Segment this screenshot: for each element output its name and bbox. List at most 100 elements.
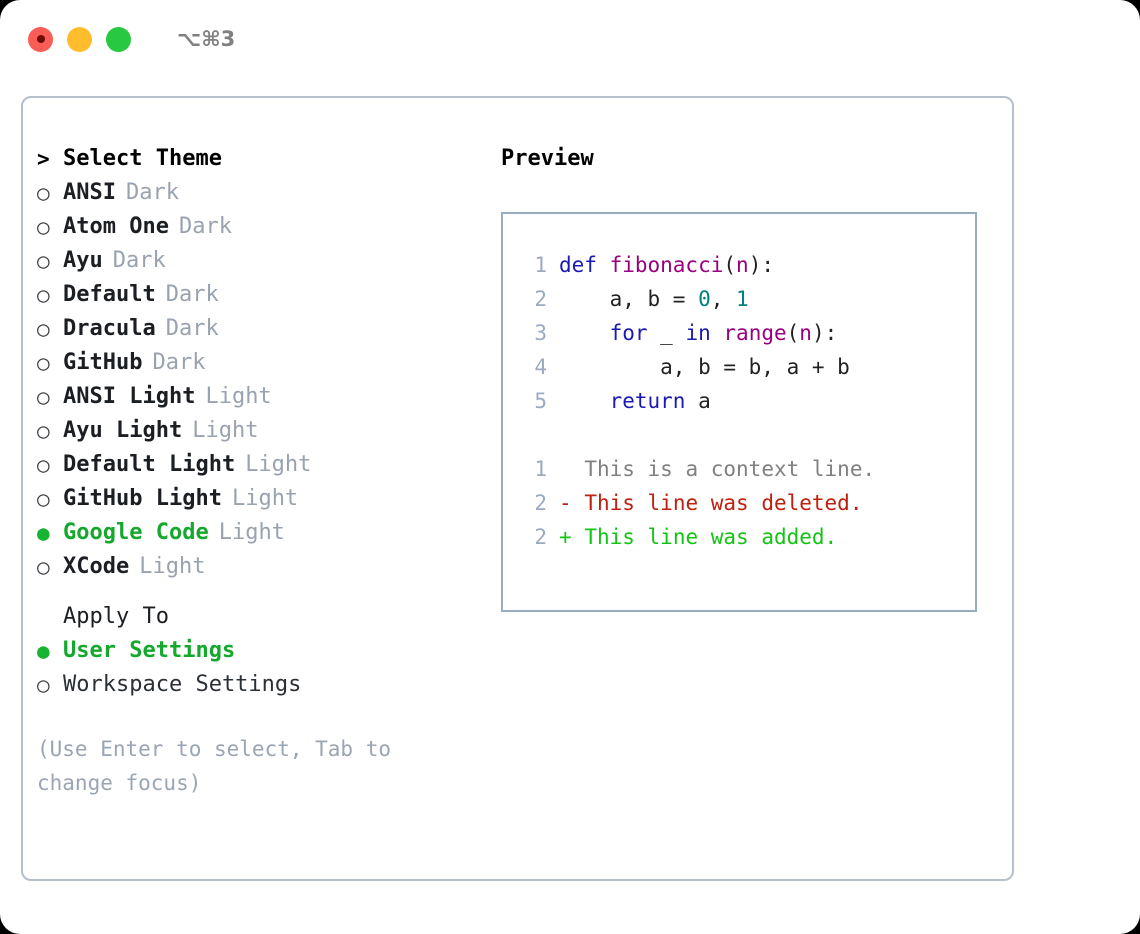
diff-text: This line was deleted. [584,491,863,515]
diff-line: 2- This line was deleted. [521,486,975,520]
code-token: for [609,321,648,345]
radio-unselected-icon: ○ [37,385,50,409]
close-button-icon[interactable] [28,26,53,52]
theme-category-badge: Light [205,384,272,409]
radio-unselected-icon: ○ [37,317,50,341]
code-token: ): [811,321,838,345]
apply-to-title: Apply To [63,604,169,629]
code-token: range [723,321,787,345]
theme-category-badge: Dark [112,248,166,273]
radio-unselected-icon: ○ [37,487,50,511]
diff-text: This line was added. [584,525,838,549]
code-token: 0 [698,287,711,311]
theme-name: Atom One [63,214,169,239]
code-token: ( [723,253,737,277]
code-token: def [559,253,610,277]
apply-to-option-row[interactable]: ●User Settings [37,634,477,668]
code-token: return [609,389,686,413]
line-number: 5 [534,389,547,413]
theme-category-badge: Light [192,418,259,443]
diff-gap [572,520,585,554]
code-token: 1 [736,287,749,311]
code-token: , [710,287,737,311]
line-number: 2 [534,491,547,515]
theme-name: XCode [63,554,130,579]
line-number: 2 [534,525,547,549]
apply-to-option-label: User Settings [63,638,236,663]
theme-name: Ayu [63,248,103,273]
code-token: in [685,321,711,345]
code-token [711,321,724,345]
theme-option-row[interactable]: ○ GitHub Light Light [37,482,477,516]
code-token [559,389,610,413]
keyboard-shortcut-label: ⌥⌘3 [177,27,236,51]
code-text: a, b = b, a + b [559,350,850,384]
close-dot-icon [36,35,45,43]
code-token: n [736,253,749,277]
radio-unselected-icon: ○ [37,555,50,579]
radio-unselected-icon: ○ [37,453,50,477]
theme-category-badge: Light [231,486,299,511]
minimize-button-icon[interactable] [67,26,92,52]
select-theme-title: Select Theme [63,146,222,171]
theme-name: GitHub Light [63,486,222,511]
theme-name: Google Code [63,520,209,545]
code-token: _ [647,321,686,345]
code-text: def fibonacci(n): [559,248,774,282]
diff-gap [572,452,585,486]
code-token: fibonacci [609,253,724,277]
maximize-button-icon[interactable] [106,26,131,52]
apply-to-option-row[interactable]: ○Workspace Settings [37,668,477,702]
theme-option-row[interactable]: ○ XCode Light [37,550,477,584]
theme-category-badge: Light [218,520,285,545]
select-theme-header: > Select Theme [37,142,477,176]
theme-option-row[interactable]: ● Google Code Light [37,516,477,550]
code-token: ( [786,321,800,345]
code-token [559,321,610,345]
diff-marker [559,452,572,486]
code-text: return a [559,384,711,418]
theme-name: Default [63,282,156,307]
line-number: 3 [534,321,547,345]
line-number: 1 [534,457,547,481]
diff-gap [572,486,585,520]
code-line: 1 def fibonacci(n): [521,248,975,282]
theme-category-badge: Dark [125,180,179,205]
diff-line: 2+ This line was added. [521,520,975,554]
code-line: 5 return a [521,384,975,418]
line-number: 1 [534,253,547,277]
theme-name: Dracula [63,316,156,341]
preview-title: Preview [501,146,594,171]
code-token: n [799,321,812,345]
apply-to-option-label: Workspace Settings [63,672,302,697]
diff-marker: - [559,491,572,515]
apply-to-options-list: ●User Settings○Workspace Settings [37,634,477,702]
diff-text: This is a context line. [584,457,876,481]
code-token: a, b = b, a + b [559,355,850,379]
code-token: ): [748,253,774,277]
theme-name: ANSI [63,180,116,205]
diff-line: 1 This is a context line. [521,452,975,486]
prompt-caret-icon: > [37,147,50,171]
radio-selected-icon: ● [37,521,50,545]
code-line: 2 a, b = 0, 1 [521,282,975,316]
code-token: a, b = [559,287,699,311]
radio-unselected-icon: ○ [37,283,50,307]
theme-category-badge: Light [139,554,206,579]
theme-name: Ayu Light [63,418,183,443]
